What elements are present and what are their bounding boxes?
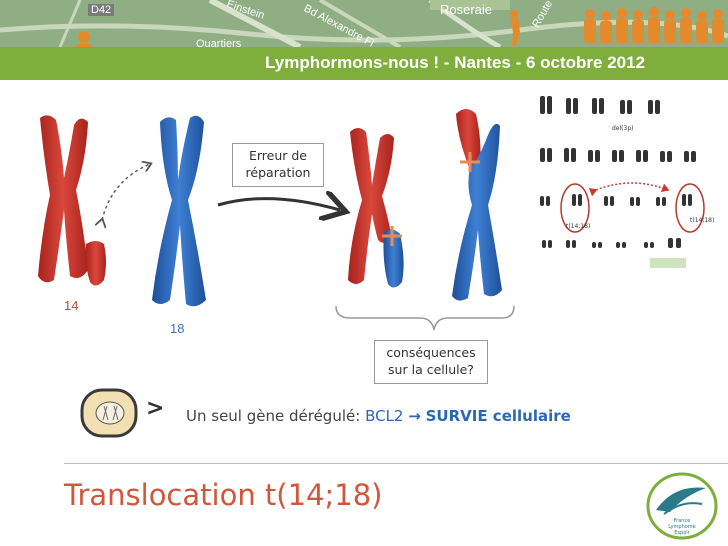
logo-text-line1: France: [674, 518, 691, 524]
logo-text-line3: Espoir: [674, 530, 690, 536]
summary-line: Un seul gène dérégulé: BCL2 → SURVIE cel…: [186, 407, 571, 425]
gene-name: BCL2: [365, 407, 404, 425]
title-banner: [0, 47, 728, 80]
karyotype-label-t1418-right: t(14;18): [690, 217, 714, 224]
consequences-box: conséquences sur la cellule?: [374, 340, 488, 384]
chromosome-14: [38, 115, 88, 283]
repair-error-line2: réparation: [245, 165, 311, 180]
chromosome-18-label: 18: [170, 321, 185, 336]
outcome-text: SURVIE cellulaire: [425, 407, 571, 425]
slide-title: Translocation t(14;18): [64, 478, 383, 512]
karyotype-label-t1418-left: t(14;18): [566, 223, 590, 230]
repair-error-box: Erreur de réparation: [232, 143, 324, 187]
france-lymphome-espoir-logo: France Lymphome Espoir: [646, 472, 718, 540]
summary-text: Un seul gène dérégulé:: [186, 407, 366, 425]
crowd-silhouette-icon: [584, 7, 724, 43]
consequences-brace: [335, 305, 515, 331]
cell-arrow-icon: >: [146, 396, 165, 421]
consequences-line1: conséquences: [386, 345, 476, 360]
derivative-chromosome-14: [348, 128, 404, 288]
cell-icon: [80, 388, 138, 438]
chromosome-18: [152, 115, 206, 307]
map-label-roseraie: Roseraie: [440, 2, 493, 17]
derivative-chromosome-18: [452, 109, 502, 301]
karyotype-image: del(3p) t(14;18) t(14;18): [534, 92, 714, 282]
banner-title: Lymphormons-nous ! - Nantes - 6 octobre …: [265, 53, 646, 72]
repair-error-line1: Erreur de: [248, 148, 308, 163]
chromosome-14-label: 14: [64, 298, 79, 313]
process-arrow: [217, 199, 340, 210]
exchange-arrow: [102, 164, 150, 220]
translocation-diagram: del(3p) t(14;18) t(14;18): [38, 92, 714, 438]
map-label-road: D42: [88, 4, 115, 16]
walking-person-icon: [510, 10, 520, 46]
logo-text-line2: Lymphome: [668, 524, 696, 530]
karyotype-label-del3p: del(3p): [612, 125, 633, 132]
chromosome-14-fragment: [85, 241, 106, 286]
divider: [64, 463, 728, 464]
arrow-icon: →: [408, 407, 421, 425]
consequences-line2: sur la cellule?: [388, 362, 474, 377]
